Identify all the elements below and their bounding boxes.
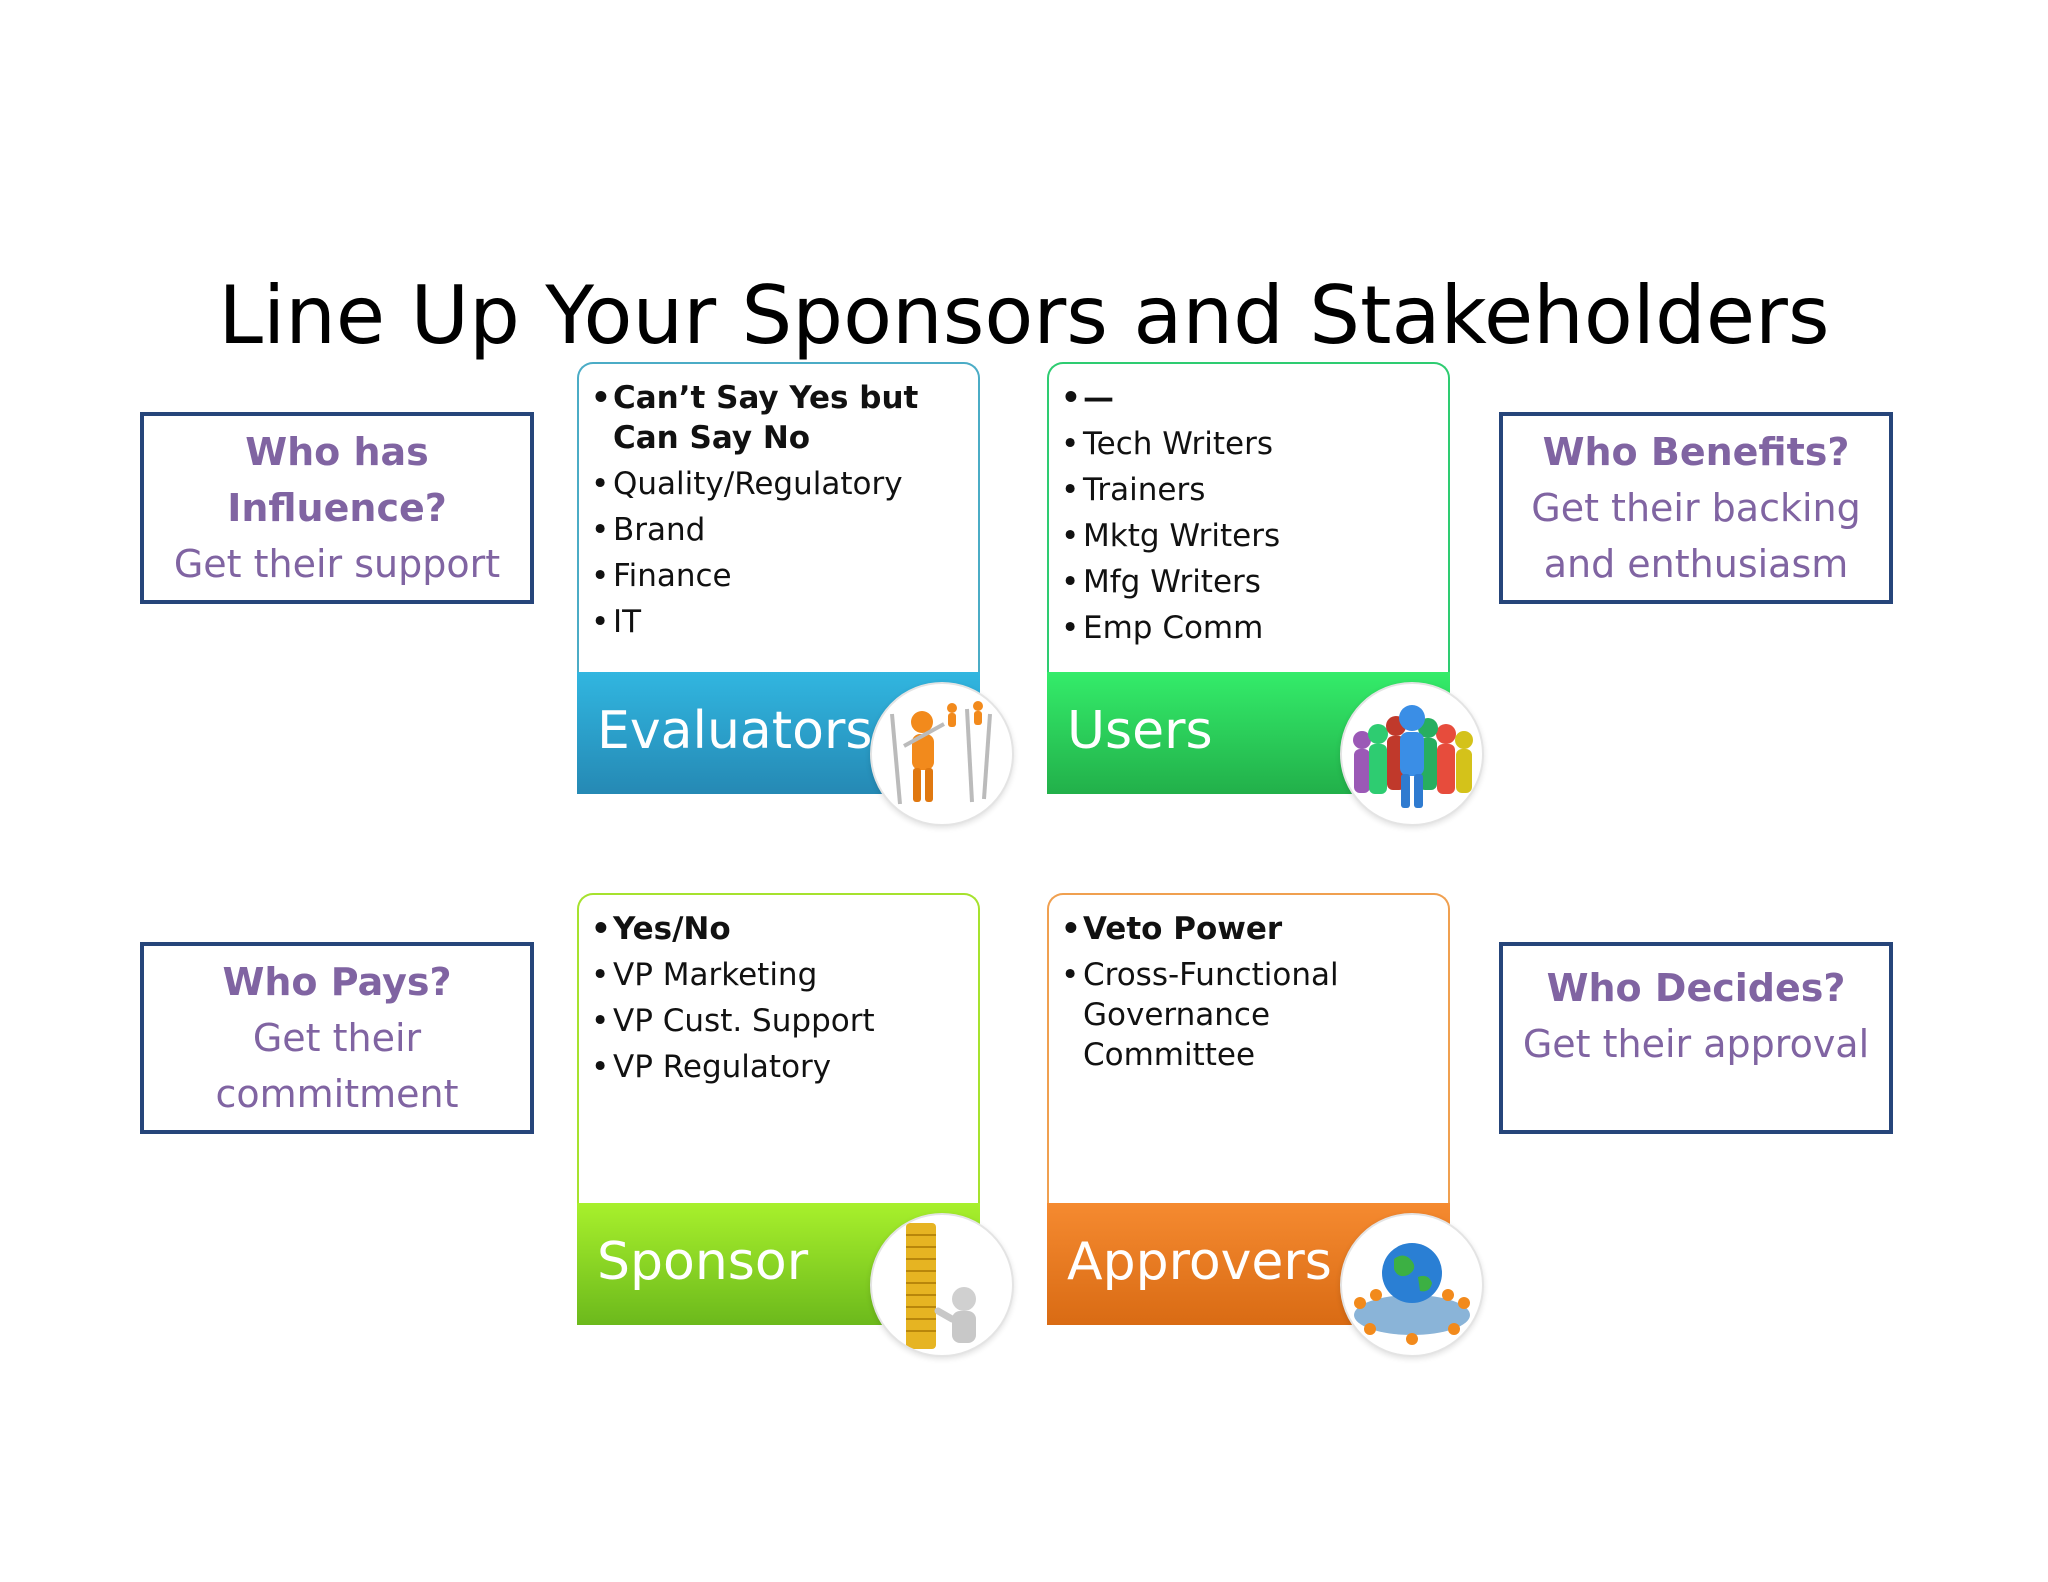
list-item: Emp Comm [1061,608,1436,648]
evaluators-label: Evaluators [597,701,873,761]
evaluators-card-body: Can’t Say Yes but Can Say No Quality/Reg… [577,362,980,672]
users-list: — Tech Writers Trainers Mktg Writers Mfg… [1061,378,1436,648]
list-item: Veto Power [1061,909,1436,949]
list-item: Tech Writers [1061,424,1436,464]
list-item: VP Marketing [591,955,966,995]
list-item: VP Regulatory [591,1047,966,1087]
decides-question: Who Decides? [1546,966,1846,1010]
who-pays-box: Who Pays? Get their commitment [140,942,534,1134]
list-item: Brand [591,510,966,550]
influence-question-line-1: Who has [245,430,429,474]
users-card: — Tech Writers Trainers Mktg Writers Mfg… [1047,362,1484,826]
list-item: — [1061,378,1436,418]
list-item: Mktg Writers [1061,516,1436,556]
list-item: Cross-Functional Governance Committee [1061,955,1436,1075]
globe-meeting-icon [1340,1213,1484,1357]
benefits-action-line-1: Get their backing [1531,486,1861,530]
who-decides-box: Who Decides? Get their approval [1499,942,1893,1134]
users-label: Users [1067,701,1213,761]
approvers-card: Veto Power Cross-Functional Governance C… [1047,893,1484,1357]
people-balancing-icon [870,682,1014,826]
approvers-label: Approvers [1067,1232,1332,1292]
pays-question: Who Pays? [222,960,452,1004]
who-has-influence-box: Who has Influence? Get their support [140,412,534,604]
list-item: IT [591,602,966,642]
list-item: Finance [591,556,966,596]
approvers-card-body: Veto Power Cross-Functional Governance C… [1047,893,1450,1203]
benefits-question: Who Benefits? [1542,430,1850,474]
evaluators-list: Can’t Say Yes but Can Say No Quality/Reg… [591,378,966,642]
evaluators-card: Can’t Say Yes but Can Say No Quality/Reg… [577,362,1014,826]
crowd-of-people-icon [1340,682,1484,826]
sponsor-card: Yes/No VP Marketing VP Cust. Support VP … [577,893,1014,1357]
users-card-body: — Tech Writers Trainers Mktg Writers Mfg… [1047,362,1450,672]
sponsor-card-body: Yes/No VP Marketing VP Cust. Support VP … [577,893,980,1203]
decides-action: Get their approval [1522,1022,1870,1066]
influence-action: Get their support [173,542,501,586]
list-item: Yes/No [591,909,966,949]
sponsor-label: Sponsor [597,1232,809,1292]
list-item: Can’t Say Yes but Can Say No [591,378,966,458]
list-item: Trainers [1061,470,1436,510]
approvers-list: Veto Power Cross-Functional Governance C… [1061,909,1436,1075]
list-item: VP Cust. Support [591,1001,966,1041]
list-item: Quality/Regulatory [591,464,966,504]
sponsor-list: Yes/No VP Marketing VP Cust. Support VP … [591,909,966,1087]
who-benefits-box: Who Benefits? Get their backing and enth… [1499,412,1893,604]
influence-question-line-2: Influence? [227,486,447,530]
pays-action-line-2: commitment [215,1072,459,1116]
list-item: Mfg Writers [1061,562,1436,602]
pays-action-line-1: Get their [252,1016,422,1060]
benefits-action-line-2: and enthusiasm [1543,542,1849,586]
coin-stack-icon [870,1213,1014,1357]
page-title: Line Up Your Sponsors and Stakeholders [218,269,1830,362]
